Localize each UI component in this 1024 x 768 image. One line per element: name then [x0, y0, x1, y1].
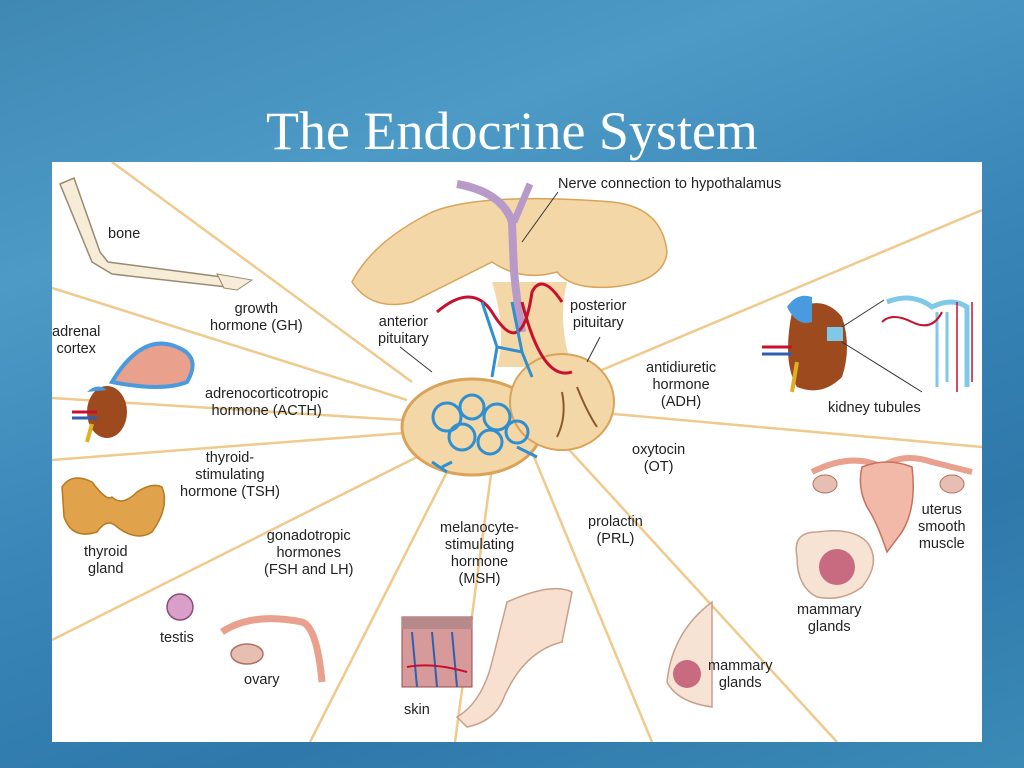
label-thyroid: thyroid gland — [84, 544, 128, 577]
label-prl: prolactin (PRL) — [588, 514, 643, 547]
posterior-leader — [586, 336, 601, 363]
label-acth: adrenocorticotropic hormone (ACTH) — [205, 386, 329, 419]
diagram-panel: Nerve connection to hypothalamus bone gr… — [52, 162, 982, 742]
skin-illustration — [401, 587, 573, 728]
label-skin: skin — [404, 702, 430, 718]
nerve-leader — [521, 191, 559, 243]
portal-vessels — [431, 282, 598, 474]
label-ot: oxytocin (OT) — [632, 442, 686, 475]
kidney-illustration — [762, 295, 923, 393]
label-adrenal: adrenal cortex — [52, 324, 101, 357]
thyroid-gland-illustration — [61, 477, 166, 537]
testis-illustration — [166, 593, 194, 621]
mammary-gland-side-illustration — [666, 600, 713, 708]
label-anterior-pituitary: anterior pituitary — [378, 314, 429, 347]
uterus-illustration — [810, 455, 973, 554]
ovary-illustration — [220, 615, 326, 683]
label-uterus: uterus smooth muscle — [918, 502, 966, 552]
label-ovary: ovary — [244, 672, 280, 688]
label-posterior-pituitary: posterior pituitary — [570, 298, 627, 331]
endocrine-diagram — [52, 162, 982, 742]
adrenal-cortex-illustration — [72, 341, 195, 443]
nerve-branch — [510, 182, 534, 224]
label-adh: antidiuretic hormone (ADH) — [646, 360, 717, 410]
label-bone: bone — [108, 226, 141, 242]
label-mammary-side: mammary glands — [708, 658, 773, 691]
label-tsh: thyroid- stimulating hormone (TSH) — [180, 450, 280, 500]
label-msh: melanocyte- stimulating hormone (MSH) — [440, 520, 519, 587]
slide-title: The Endocrine System — [266, 101, 758, 161]
anterior-leader — [399, 346, 433, 373]
label-testis: testis — [160, 630, 194, 646]
label-mammary-round: mammary glands — [797, 602, 862, 635]
label-nerve: Nerve connection to hypothalamus — [558, 176, 782, 192]
kidney-tubules-illustration — [881, 295, 973, 392]
bone-illustration — [59, 176, 254, 291]
label-kidney-tubules: kidney tubules — [828, 400, 921, 416]
label-gonado: gonadotropic hormones (FSH and LH) — [264, 528, 354, 578]
nerve-fiber — [456, 180, 526, 333]
mammary-gland-round-illustration — [795, 530, 875, 599]
label-gh: growth hormone (GH) — [210, 301, 303, 334]
